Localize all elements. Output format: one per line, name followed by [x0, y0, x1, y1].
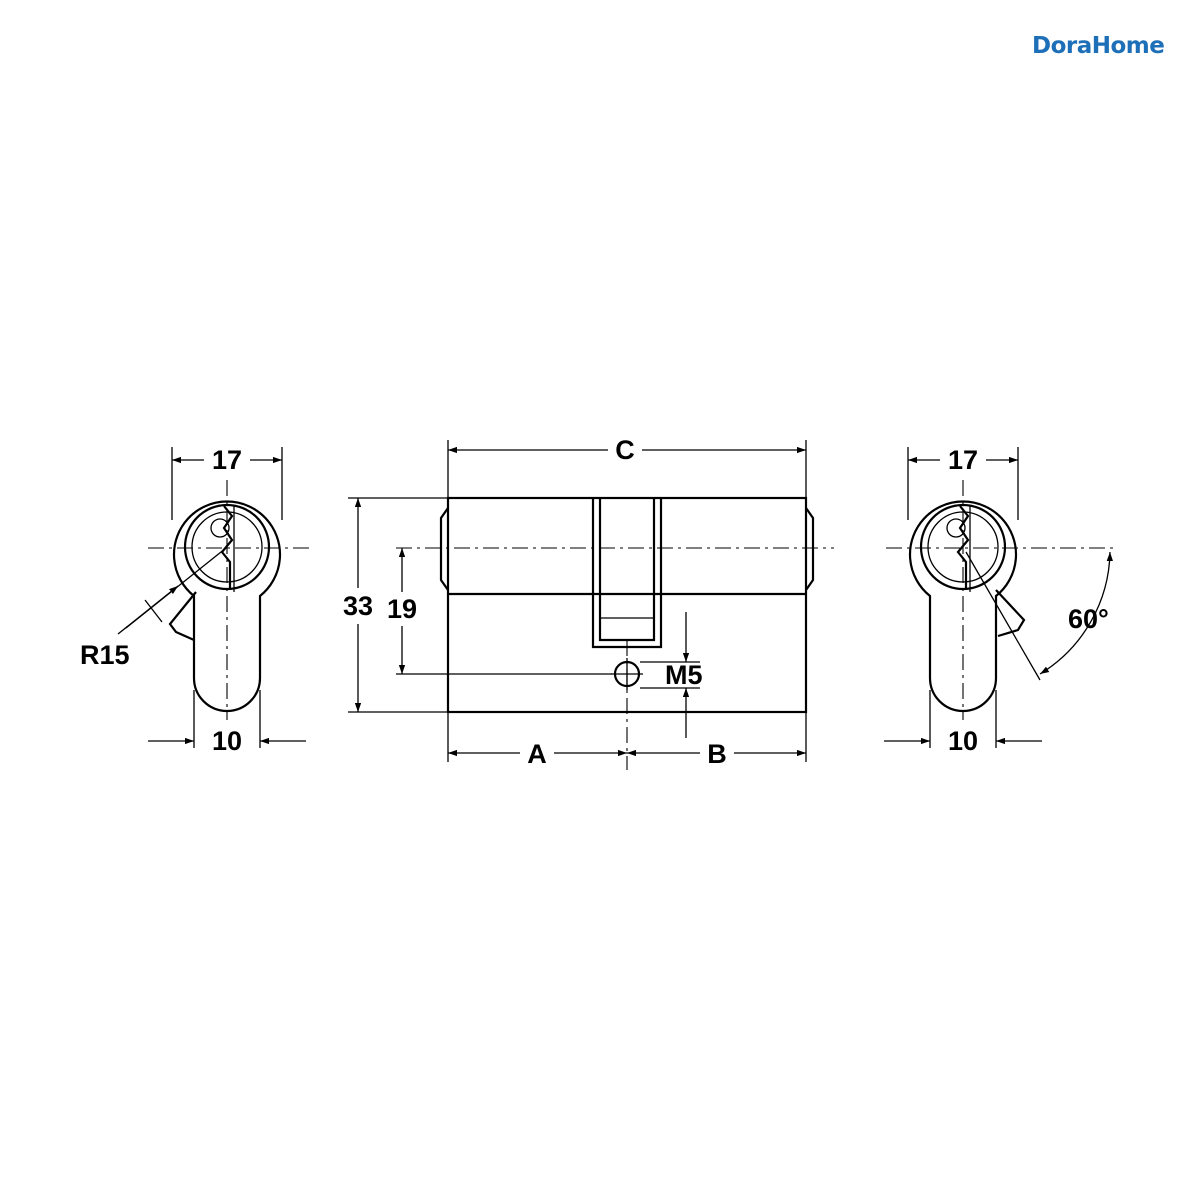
- left-plug-ring: [183, 503, 271, 591]
- left-end-view: 17 10 R15: [80, 445, 310, 756]
- length-b-label: B: [707, 739, 727, 769]
- height-to-screw-label: 19: [387, 594, 417, 624]
- angle-arc: [1039, 551, 1113, 675]
- right-keyway: [956, 505, 970, 590]
- radius-arrow: [117, 585, 179, 635]
- right-profile-outline: [908, 500, 1018, 713]
- cam-angle-label: 60°: [1068, 604, 1109, 634]
- cam-slot-inner: [598, 498, 656, 642]
- screw-size-label: M5: [665, 660, 703, 690]
- radius-tick: [144, 599, 163, 623]
- cam-rotation-line: [965, 551, 1041, 681]
- left-bottom-width-label: 10: [212, 726, 242, 756]
- left-end-chamfer: [439, 507, 449, 591]
- left-plug-core: [191, 511, 263, 583]
- right-end-view: 60° 17 10: [884, 445, 1114, 756]
- length-a-label: A: [527, 739, 547, 769]
- right-plug-core: [927, 511, 999, 583]
- right-cam: [995, 589, 1026, 638]
- left-pin-hole: [210, 518, 230, 538]
- right-pin-hole: [946, 518, 966, 538]
- overall-length-label: C: [615, 435, 635, 465]
- cam-slot: [591, 498, 663, 649]
- b-label-bg: [700, 738, 734, 768]
- radius-label: R15: [80, 640, 130, 670]
- right-plug-ring: [919, 503, 1007, 591]
- side-view: C 33 19 M5 A B: [343, 435, 834, 770]
- right-width-label: 17: [948, 445, 978, 475]
- a-label-bg: [520, 738, 554, 768]
- right-end-chamfer: [805, 507, 815, 591]
- height-total-label: 33: [343, 591, 373, 621]
- left-cam: [168, 591, 197, 642]
- left-profile-outline: [172, 500, 282, 713]
- brand-logo: DoraHome: [1032, 33, 1165, 59]
- left-keyway: [220, 505, 234, 590]
- right-bottom-width-label: 10: [948, 726, 978, 756]
- left-width-label: 17: [212, 445, 242, 475]
